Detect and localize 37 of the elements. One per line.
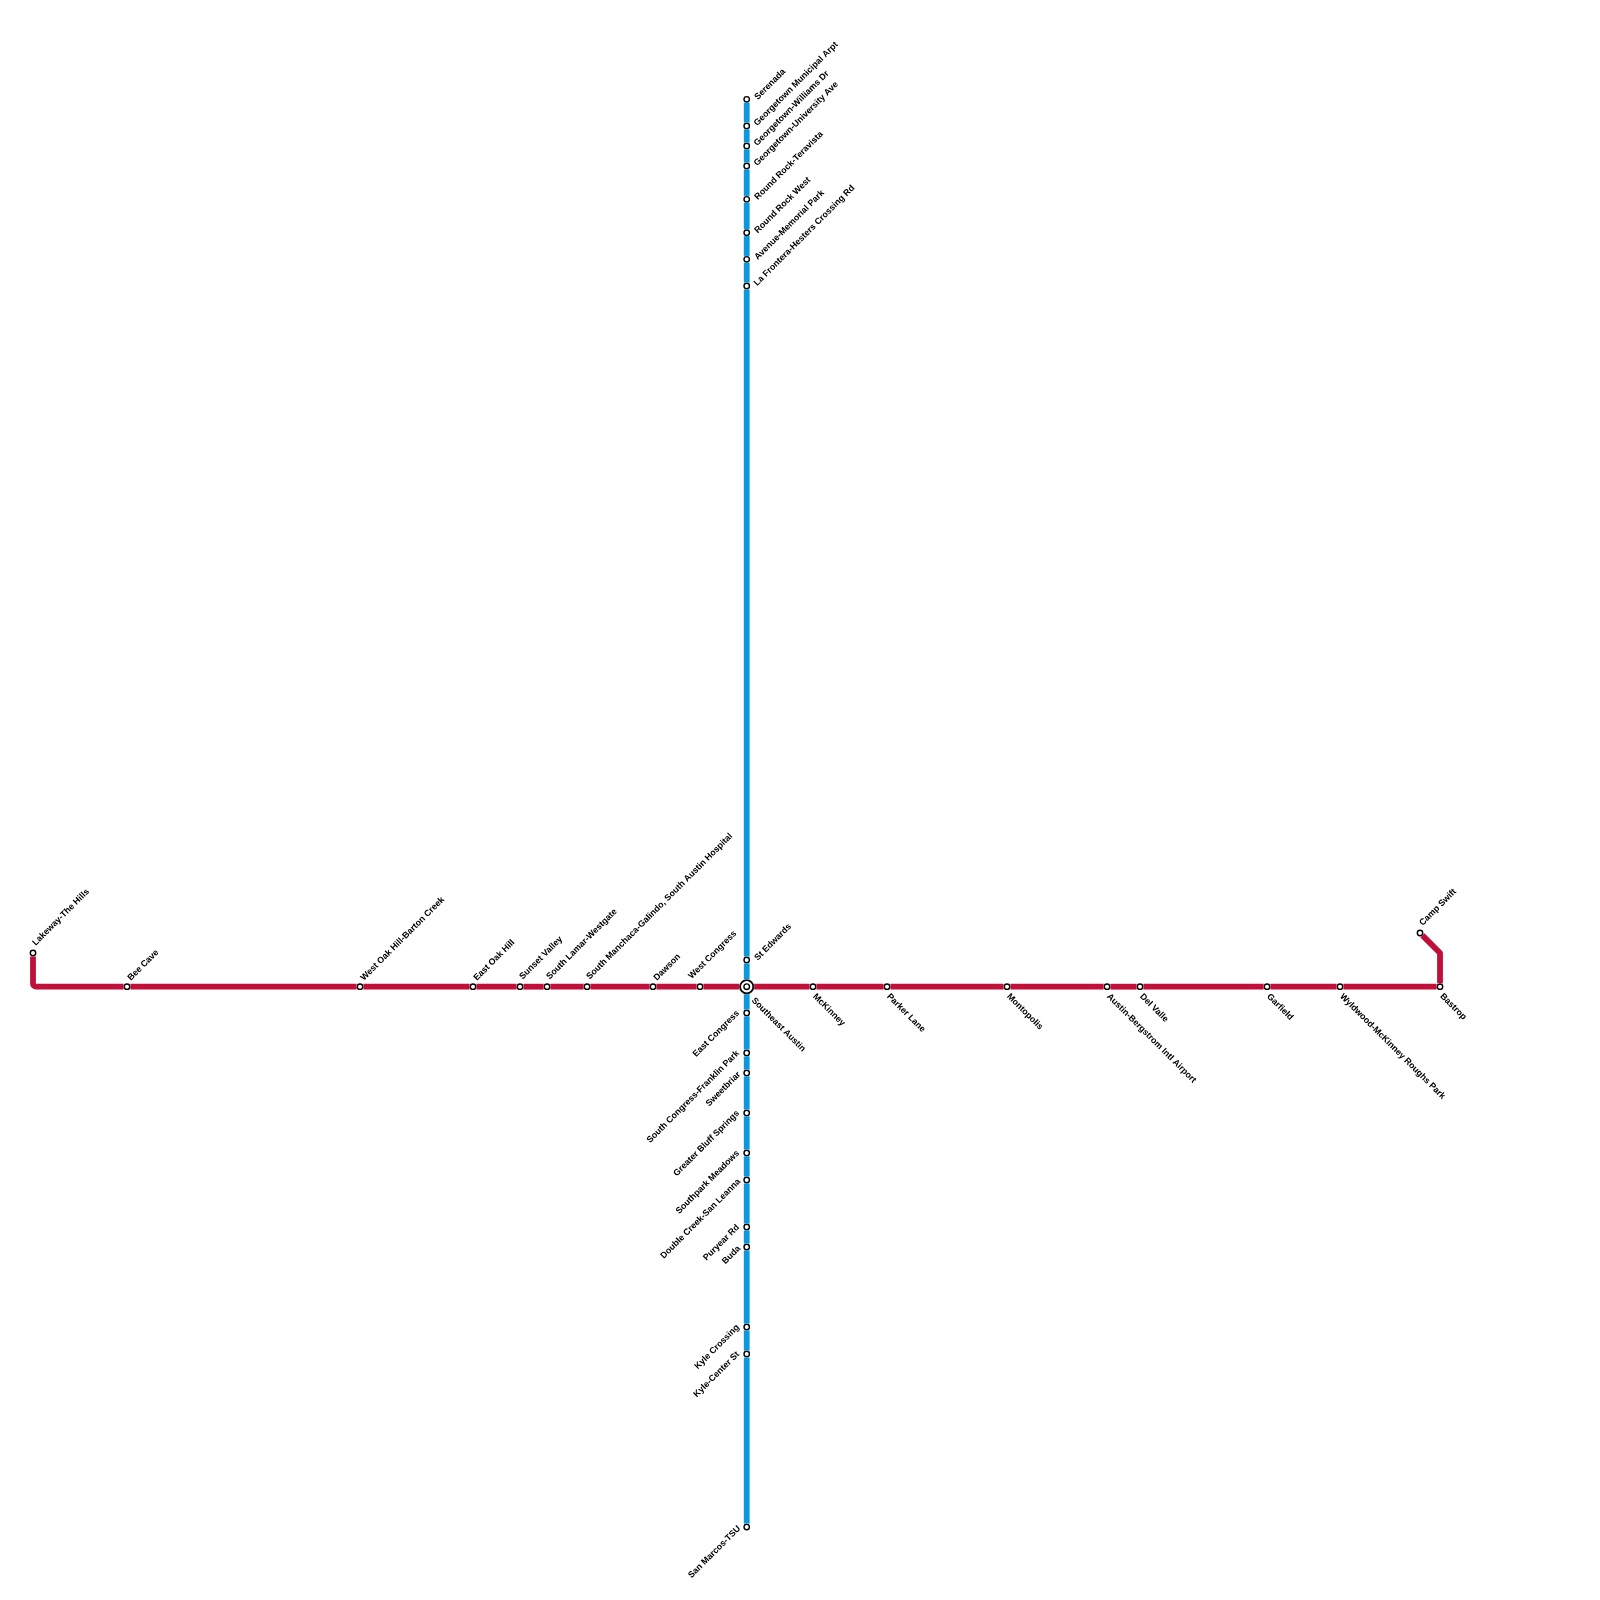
route-line	[523, 983, 544, 990]
route-line	[743, 994, 750, 1010]
route-line	[743, 202, 750, 230]
route-line	[550, 983, 584, 990]
route-line	[754, 983, 810, 990]
route-line	[743, 1016, 750, 1050]
route-line	[363, 983, 470, 990]
route-line	[816, 983, 884, 990]
route-line	[743, 169, 750, 196]
route-line	[743, 1183, 750, 1224]
route-line	[656, 983, 697, 990]
route-line	[743, 1156, 750, 1177]
route-line	[1343, 983, 1437, 990]
route-line	[743, 1076, 750, 1110]
route-line	[743, 236, 750, 256]
route-line	[1010, 983, 1104, 990]
route-line	[130, 983, 357, 990]
route-line	[743, 289, 750, 957]
route-line	[1270, 983, 1337, 990]
route-line	[1143, 983, 1264, 990]
route-line	[1110, 983, 1137, 990]
route-line	[743, 963, 750, 980]
route-line	[743, 1250, 750, 1324]
route-line	[1420, 933, 1443, 984]
route-line	[743, 1230, 750, 1244]
route-line	[703, 983, 740, 990]
route-line	[743, 262, 750, 283]
route-line	[743, 149, 750, 163]
route-line	[743, 1116, 750, 1150]
route-line	[476, 983, 517, 990]
route-line	[743, 102, 750, 123]
route-line	[743, 1330, 750, 1351]
route-line	[590, 983, 650, 990]
route-line	[743, 1056, 750, 1070]
route-line	[743, 1357, 750, 1524]
route-line	[890, 983, 1004, 990]
route-line	[743, 129, 750, 143]
